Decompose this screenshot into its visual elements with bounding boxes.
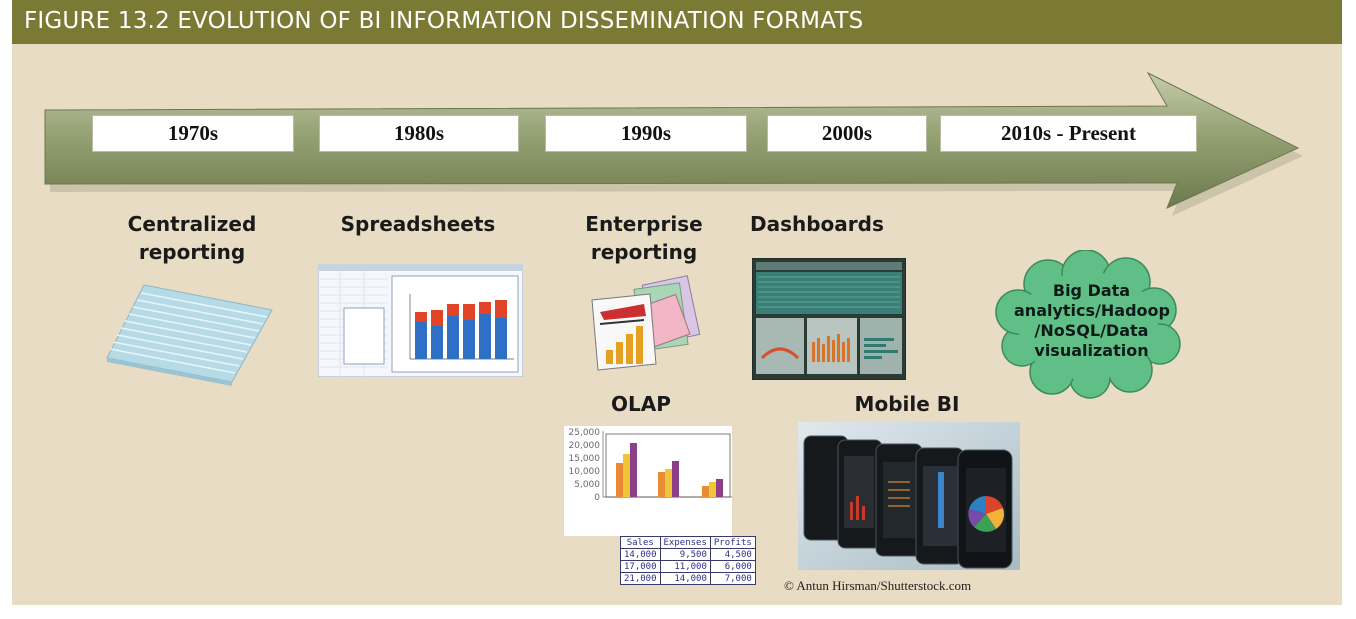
olap-y-tick: 25,000 — [569, 428, 601, 438]
figure-title-bar: FIGURE 13.2 EVOLUTION OF BI INFORMATION … — [12, 0, 1342, 44]
era-1970s: 1970s — [92, 115, 294, 152]
label-big-data: Big Data analytics/Hadoop /NoSQL/Data vi… — [1014, 281, 1170, 360]
label-centralized-reporting: Centralized reporting — [127, 212, 257, 264]
olap-bar — [630, 443, 637, 497]
era-2010s-present: 2010s - Present — [940, 115, 1197, 152]
printout-image — [106, 284, 273, 386]
olap-cell: 11,000 — [659, 560, 711, 573]
olap-bar — [665, 469, 672, 497]
figure-title: FIGURE 13.2 EVOLUTION OF BI INFORMATION … — [24, 8, 864, 34]
olap-y-tick: 5,000 — [574, 480, 600, 490]
olap-bar — [616, 463, 623, 497]
olap-bar — [658, 472, 665, 497]
olap-cell: 9,500 — [659, 548, 711, 561]
olap-chart: 25,000 20,000 15,000 10,000 5,000 0 — [564, 426, 732, 536]
spreadsheet-image — [318, 264, 523, 377]
olap-cell: 17,000 — [620, 560, 661, 573]
olap-col-header: Profits — [709, 536, 756, 549]
label-spreadsheets: Spreadsheets — [340, 212, 496, 236]
olap-bar — [709, 482, 716, 497]
olap-bar — [672, 461, 679, 497]
olap-data-table: Sales Expenses Profits 14,000 9,500 4,50… — [620, 536, 756, 585]
big-data-cloud — [995, 250, 1181, 399]
olap-cell: 21,000 — [620, 572, 661, 585]
enterprise-report-image — [591, 275, 701, 371]
dashboard-image — [752, 258, 906, 380]
mobile-phones-image — [798, 422, 1020, 570]
era-1990s: 1990s — [545, 115, 747, 152]
olap-bars — [616, 443, 723, 497]
olap-cell: 14,000 — [659, 572, 711, 585]
label-dashboards: Dashboards — [750, 212, 884, 236]
olap-cell: 7,000 — [709, 572, 756, 585]
olap-col-header: Expenses — [659, 536, 711, 549]
era-2000s: 2000s — [767, 115, 927, 152]
olap-cell: 6,000 — [709, 560, 756, 573]
olap-y-tick: 10,000 — [569, 467, 601, 477]
olap-cell: 14,000 — [620, 548, 661, 561]
olap-bar — [702, 486, 709, 497]
era-1980s: 1980s — [319, 115, 519, 152]
label-enterprise-reporting: Enterprise reporting — [585, 212, 703, 264]
olap-y-tick: 0 — [594, 493, 600, 503]
photo-credit: © Antun Hirsman/Shutterstock.com — [784, 578, 972, 593]
olap-bar — [623, 454, 630, 497]
olap-bar — [716, 479, 723, 497]
figure: FIGURE 13.2 EVOLUTION OF BI INFORMATION … — [12, 0, 1342, 605]
label-olap: OLAP — [611, 392, 671, 416]
olap-cell: 4,500 — [709, 548, 756, 561]
olap-col-header: Sales — [620, 536, 661, 549]
olap-y-tick: 20,000 — [569, 441, 601, 451]
label-mobile-bi: Mobile BI — [854, 392, 960, 416]
olap-y-tick: 15,000 — [569, 454, 601, 464]
